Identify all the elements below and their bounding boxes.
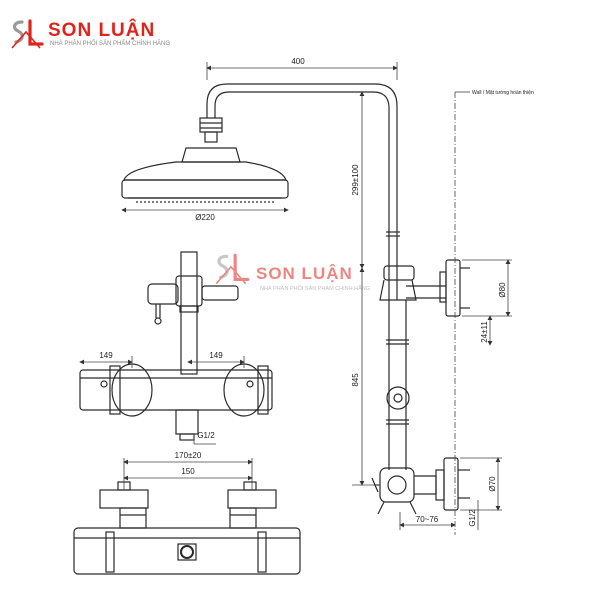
arm-outer [206, 83, 398, 268]
brand-logo-icon [11, 19, 44, 49]
dim-150: 150 [181, 467, 195, 476]
dim-bottom-diameter: Ø70 [488, 476, 497, 492]
dim-845: 845 [351, 373, 360, 387]
watermark-logo-icon [215, 253, 250, 285]
dim-riser-height: 299±100 [351, 164, 360, 196]
arm-inner [214, 91, 390, 268]
mixer-top-view [73, 481, 301, 575]
shower-head [121, 117, 289, 203]
dim-70-76: 70~76 [416, 515, 439, 524]
dim-thread-left: G1/2 [197, 431, 215, 440]
slider-bracket [147, 251, 239, 375]
watermark-brand-tagline: NHÀ PHÂN PHỐI SẢN PHẨM CHÍNH HÃNG [260, 286, 371, 292]
dim-bracket-diameter: Ø80 [498, 282, 507, 298]
dimension-labels: 400 Ø220 Wall / Mặt tường hoàn thiện 299… [99, 57, 534, 527]
dim-head-diameter: Ø220 [195, 213, 215, 222]
dim-149-left: 149 [99, 351, 113, 360]
dim-bracket-offset: 24±11 [480, 321, 489, 343]
wall-label: Wall / Mặt tường hoàn thiện [472, 90, 534, 96]
dim-149-right: 149 [209, 351, 223, 360]
dim-thread-right: G1/2 [468, 509, 477, 527]
shower-column [206, 83, 470, 515]
brand-tagline: NHÀ PHÂN PHỐI SẢN PHẨM CHÍNH HÃNG [50, 41, 171, 47]
brand-name: SON LUẬN [48, 20, 156, 41]
mixer-front-view [79, 363, 273, 441]
dimension-lines [79, 62, 512, 535]
dim-170-20: 170±20 [175, 451, 202, 460]
dim-400: 400 [291, 57, 305, 66]
watermark-brand-name: SON LUẬN [256, 264, 353, 283]
